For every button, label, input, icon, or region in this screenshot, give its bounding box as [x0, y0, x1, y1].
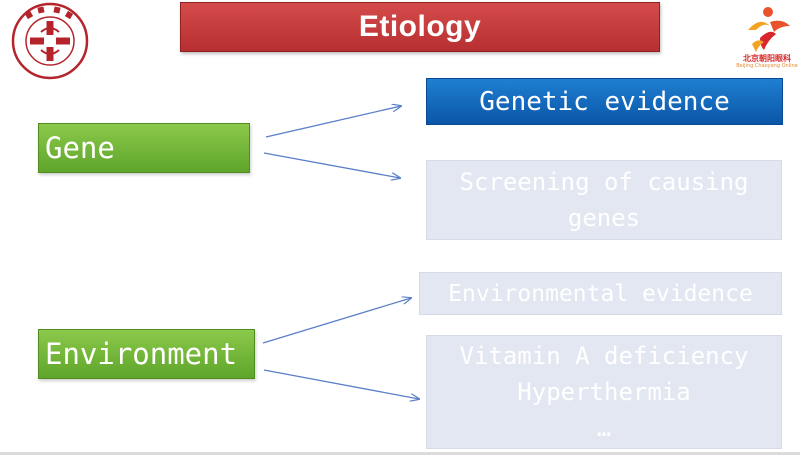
bottom-divider	[0, 452, 800, 455]
vitamin-line-1: Vitamin A deficiency	[459, 342, 749, 370]
environmental-evidence-box: Environmental evidence	[419, 272, 782, 315]
vitamin-line-2: Hyperthermia	[517, 378, 691, 406]
logo-right-name: 北京朝阳眼科	[743, 54, 791, 63]
vitamin-line-3: …	[596, 414, 612, 442]
genetic-evidence-box: Genetic evidence	[426, 78, 783, 125]
logo-right-subtitle: Beijing Chaoyang Online	[736, 63, 798, 69]
screening-genes-box: Screening of causing genes	[426, 160, 782, 240]
environment-node: Environment	[38, 329, 255, 379]
gene-node: Gene	[38, 123, 250, 173]
arrow-gene-to-screening	[263, 152, 400, 178]
ophthalmology-logo-icon	[748, 7, 790, 52]
environment-factors-box: Vitamin A deficiency Hyperthermia …	[426, 335, 782, 449]
slide-title: Etiology	[180, 2, 660, 52]
screening-line-2: genes	[567, 204, 641, 232]
screening-line-1: Screening of causing	[459, 168, 749, 196]
hospital-logo-icon	[11, 2, 89, 80]
arrow-env-to-vitamin	[263, 369, 419, 399]
arrow-gene-to-genetic	[265, 106, 401, 138]
arrow-env-to-envevidence	[262, 298, 411, 344]
